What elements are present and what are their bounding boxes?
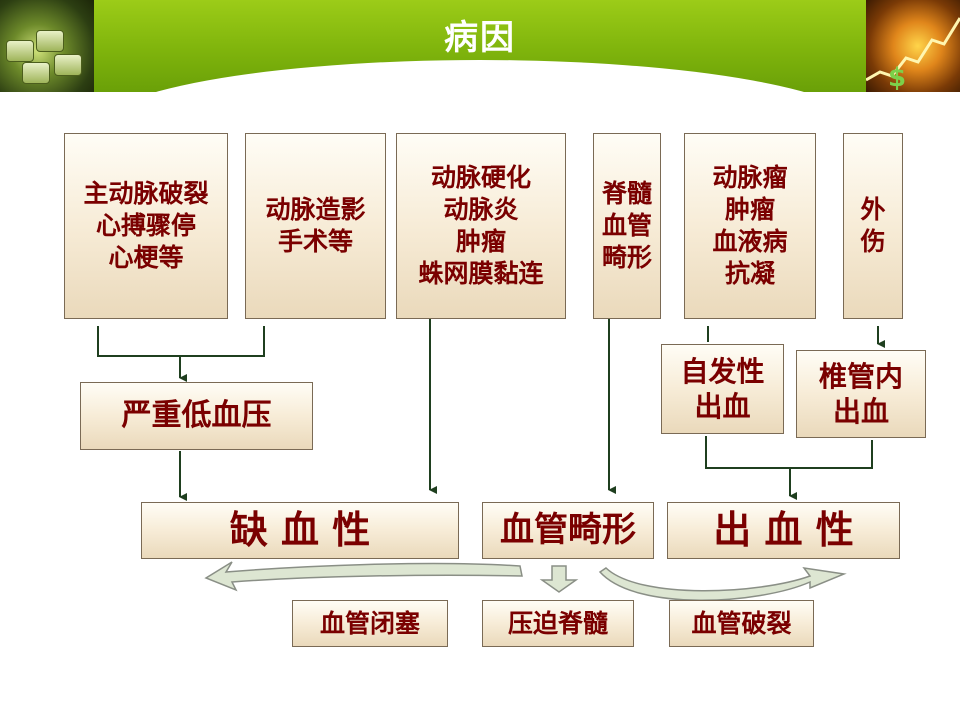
bracket-line [97,326,265,357]
slide-title: 病因 [444,18,516,58]
ischemic-label: 缺 血 性 [229,508,371,553]
cause-box-aorta: 主动脉破裂 心搏骤停 心梗等 [64,133,228,319]
cause-text: 脊髓 血管 畸形 [601,179,652,272]
occlusion-box: 血管闭塞 [292,600,448,647]
cause-box-trauma: 外 伤 [843,133,903,319]
hemorrhagic-box: 出 血 性 [667,502,900,559]
cause-box-aneurysm: 动脉瘤 肿瘤 血液病 抗凝 [684,133,816,319]
compression-label: 压迫脊髓 [507,608,608,638]
curved-arrow-right [598,566,847,601]
spontaneous-bleeding-box: 自发性 出血 [661,344,784,434]
rising-chart-icon: $ [866,17,960,92]
keyboard-image-left [0,0,94,92]
spontaneous-bleeding-label: 自发性 出血 [680,355,765,423]
ischemic-box: 缺 血 性 [141,502,459,559]
malformation-box: 血管畸形 [482,502,654,559]
cause-text: 主动脉破裂 心搏骤停 心梗等 [83,179,209,272]
cause-box-angiography: 动脉造影 手术等 [245,133,386,319]
cause-text: 外 伤 [860,195,886,256]
keyboard-key [22,62,50,84]
keyboard-key [54,54,82,76]
cause-box-arteriosclerosis: 动脉硬化 动脉炎 肿瘤 蛛网膜黏连 [396,133,566,319]
bracket-hemorrhage [705,436,873,469]
svg-text:$: $ [888,63,906,92]
rupture-box: 血管破裂 [669,600,814,647]
malformation-label: 血管畸形 [500,509,636,550]
hypotension-box: 严重低血压 [80,382,313,450]
cause-text: 动脉瘤 肿瘤 血液病 抗凝 [712,163,788,288]
hemorrhagic-label: 出 血 性 [713,508,854,553]
curved-arrow-left [204,561,523,592]
intraspinal-bleeding-label: 椎管内 出血 [818,360,903,428]
down-arrow-center [539,565,579,593]
compression-box: 压迫脊髓 [482,600,634,647]
keyboard-key [6,40,34,62]
hypotension-label: 严重低血压 [121,398,272,434]
cause-text: 动脉造影 手术等 [265,195,366,256]
rupture-label: 血管破裂 [691,608,792,638]
cause-text: 动脉硬化 动脉炎 肿瘤 蛛网膜黏连 [418,163,544,288]
intraspinal-bleeding-box: 椎管内 出血 [796,350,926,438]
keyboard-key [36,30,64,52]
occlusion-label: 血管闭塞 [319,608,420,638]
cause-box-spinal-vascular: 脊髓 血管 畸形 [593,133,661,319]
chart-image-right: $ [866,0,960,92]
